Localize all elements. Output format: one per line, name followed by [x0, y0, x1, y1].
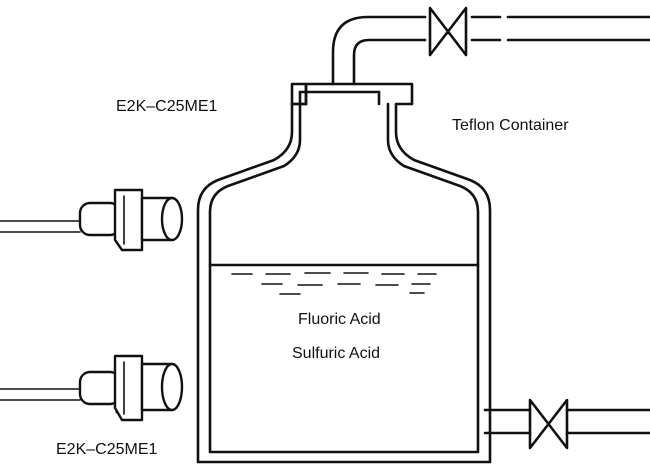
bottom-pipe — [483, 408, 650, 435]
lower-sensor-capacitive-sensor-icon — [0, 354, 184, 422]
sensor-model-label-bottom: E2K–C25ME1 — [56, 441, 158, 458]
upper-sensor-capacitive-sensor-icon — [0, 188, 184, 252]
liquid-label-sulfuric: Sulfuric Acid — [292, 345, 381, 362]
liquid-surface — [208, 263, 480, 295]
teflon-container — [196, 82, 492, 464]
top-valve-icon — [428, 6, 468, 57]
sensor-model-label-top: E2K–C25ME1 — [116, 98, 218, 115]
top-pipe — [331, 15, 650, 86]
liquid-label-fluoric: Fluoric Acid — [298, 311, 381, 328]
bottom-valve-icon — [528, 398, 569, 450]
container-label: Teflon Container — [452, 117, 569, 134]
